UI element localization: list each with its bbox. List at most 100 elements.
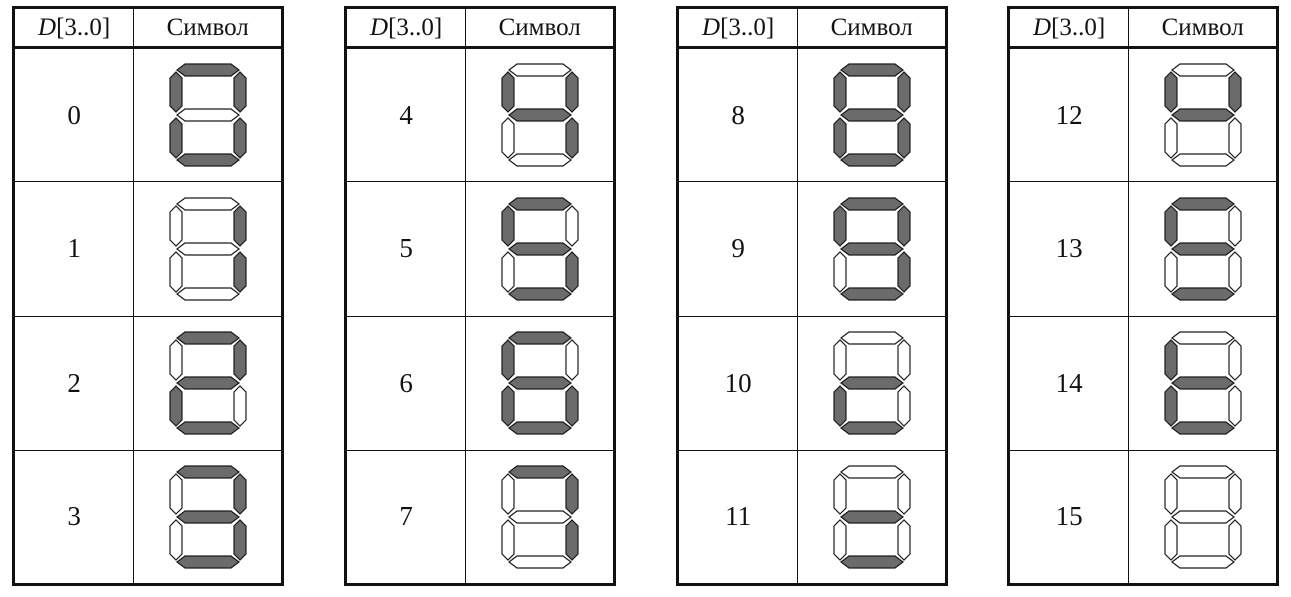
header-row: D[3..0]Символ	[676, 7, 947, 48]
seven-segment-digit	[169, 63, 247, 167]
segment-top-left-lit	[833, 71, 847, 113]
segment-bottom-right-lit	[565, 519, 579, 561]
segment-top-right-unlit	[565, 205, 579, 247]
symbol-cell	[797, 315, 947, 451]
seven-segment-digit	[1164, 465, 1242, 569]
header-symbol: Символ	[133, 7, 283, 48]
segment-bottom-left-lit	[169, 117, 183, 159]
symbol-cell	[133, 449, 283, 586]
code-value: 4	[344, 46, 467, 183]
seven-segment-digit	[1164, 197, 1242, 301]
seven-segment-digit	[1164, 331, 1242, 435]
seven-segment-digit	[169, 331, 247, 435]
seven-segment-digit	[501, 197, 579, 301]
segment-bottom-left-unlit	[169, 251, 183, 293]
segment-bottom-right-unlit	[1228, 117, 1242, 159]
segment-top-right-unlit	[565, 339, 579, 381]
segment-bottom-left-lit	[1164, 385, 1178, 427]
header-code-range: [3..0]	[388, 14, 443, 41]
table-row: 5	[344, 181, 615, 317]
code-value: 12	[1007, 46, 1130, 183]
segment-top-left-lit	[1164, 339, 1178, 381]
table-row: 1	[12, 181, 283, 317]
segment-top-right-unlit	[897, 339, 911, 381]
segment-top-left-lit	[501, 205, 515, 247]
symbol-cell	[133, 46, 283, 183]
segment-top-lit	[1170, 197, 1235, 211]
code-value: 11	[676, 449, 799, 586]
segment-bottom-lit	[1170, 421, 1235, 435]
seven-segment-digit	[833, 63, 911, 167]
segment-bottom-right-unlit	[1228, 385, 1242, 427]
segment-bottom-lit	[507, 287, 572, 301]
code-value: 14	[1007, 315, 1130, 451]
table-row: 11	[676, 449, 947, 586]
code-value: 7	[344, 449, 467, 586]
segment-bottom-left-lit	[833, 385, 847, 427]
seven-segment-digit	[833, 331, 911, 435]
code-value: 1	[12, 181, 135, 317]
segment-bottom-left-lit	[833, 117, 847, 159]
table-row: 7	[344, 449, 615, 586]
segment-bottom-lit	[507, 421, 572, 435]
segment-top-right-unlit	[1228, 205, 1242, 247]
segment-middle-lit	[839, 376, 904, 390]
header-code: D[3..0]	[676, 7, 799, 48]
code-value: 2	[12, 315, 135, 451]
segment-top-unlit	[1170, 63, 1235, 77]
code-value: 3	[12, 449, 135, 586]
code-value: 5	[344, 181, 467, 317]
segment-bottom-left-unlit	[833, 519, 847, 561]
segment-top-left-unlit	[833, 339, 847, 381]
code-value: 0	[12, 46, 135, 183]
segment-top-lit	[175, 331, 240, 345]
segment-top-right-unlit	[1228, 473, 1242, 515]
table-row: 2	[12, 315, 283, 451]
segment-middle-lit	[839, 108, 904, 122]
segment-top-left-lit	[1164, 205, 1178, 247]
code-value: 9	[676, 181, 799, 317]
symbol-cell	[133, 315, 283, 451]
segment-bottom-left-lit	[169, 385, 183, 427]
symbol-cell	[1128, 315, 1278, 451]
segment-bottom-left-unlit	[501, 117, 515, 159]
header-row: D[3..0]Символ	[1007, 7, 1278, 48]
segment-middle-lit	[1170, 242, 1235, 256]
segment-bottom-left-unlit	[501, 251, 515, 293]
segment-bottom-right-lit	[565, 117, 579, 159]
segment-bottom-lit	[839, 421, 904, 435]
seven-segment-digit	[169, 465, 247, 569]
symbol-cell	[133, 181, 283, 317]
header-symbol: Символ	[465, 7, 615, 48]
segment-bottom-lit	[839, 287, 904, 301]
header-row: D[3..0]Символ	[12, 7, 283, 48]
segment-middle-lit	[507, 108, 572, 122]
segment-top-lit	[175, 63, 240, 77]
segment-top-left-lit	[1164, 71, 1178, 113]
segment-top-lit	[175, 465, 240, 479]
segment-top-lit	[507, 465, 572, 479]
table-row: 15	[1007, 449, 1278, 586]
segment-bottom-right-unlit	[233, 385, 247, 427]
segment-top-right-lit	[565, 473, 579, 515]
code-value: 15	[1007, 449, 1130, 586]
symbol-cell	[797, 181, 947, 317]
segment-bottom-unlit	[175, 287, 240, 301]
seven-segment-digit	[1164, 63, 1242, 167]
segment-top-unlit	[507, 63, 572, 77]
symbol-cell	[1128, 46, 1278, 183]
symbol-cell	[1128, 181, 1278, 317]
segment-bottom-unlit	[1170, 153, 1235, 167]
segment-middle-lit	[1170, 108, 1235, 122]
header-code-variable: D	[370, 14, 389, 41]
segment-bottom-left-unlit	[501, 519, 515, 561]
segment-top-right-lit	[233, 71, 247, 113]
table-row: 0	[12, 46, 283, 183]
segment-top-left-unlit	[169, 339, 183, 381]
segment-top-unlit	[175, 197, 240, 211]
segment-top-right-lit	[897, 71, 911, 113]
header-code: D[3..0]	[12, 7, 135, 48]
table-row: 13	[1007, 181, 1278, 317]
segment-bottom-right-unlit	[1228, 519, 1242, 561]
